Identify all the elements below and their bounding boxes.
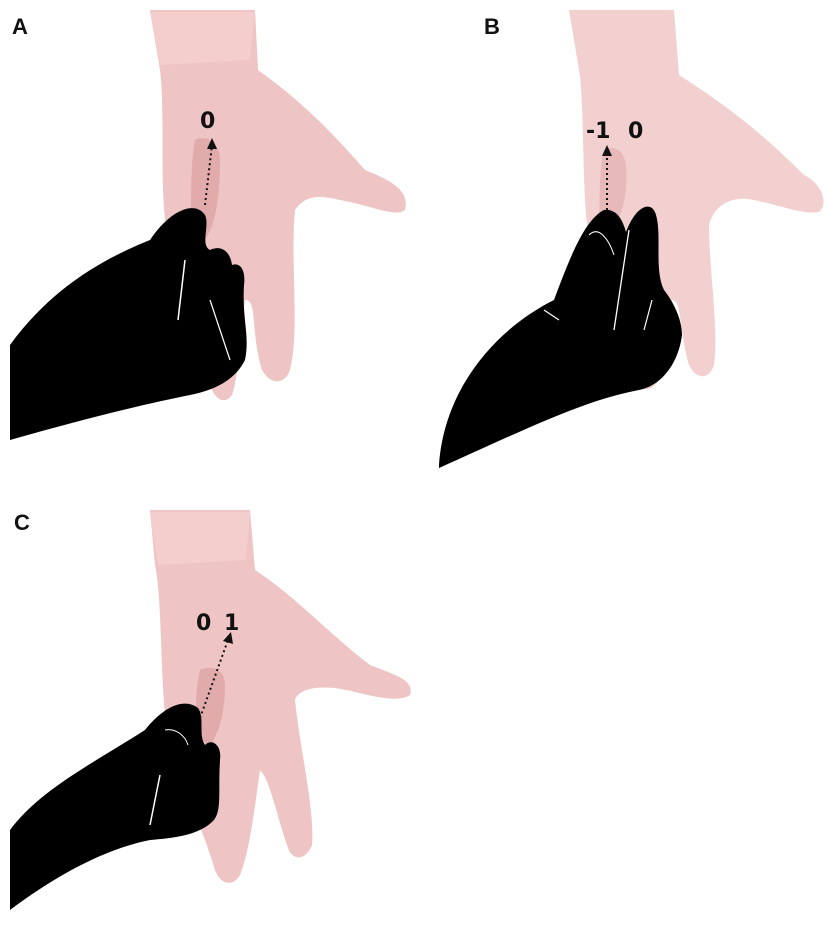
- examiner-hand-b: [439, 207, 682, 468]
- hand-illustration-b: -1 0: [414, 0, 828, 470]
- scale-number-b-1: 0: [628, 119, 643, 144]
- examiner-hand-c: [10, 704, 220, 910]
- panel-c: C 0 1: [0, 470, 414, 938]
- scale-number-c-0: 0: [196, 611, 211, 636]
- scale-number-a-0: 0: [200, 109, 215, 134]
- hand-illustration-a: 0: [0, 0, 414, 470]
- scale-number-b-0: -1: [586, 119, 610, 144]
- panel-b: B -1 0: [414, 0, 828, 470]
- hand-illustration-c: 0 1: [0, 470, 414, 938]
- scale-number-c-1: 1: [224, 611, 239, 636]
- panel-a: A 0: [0, 0, 414, 470]
